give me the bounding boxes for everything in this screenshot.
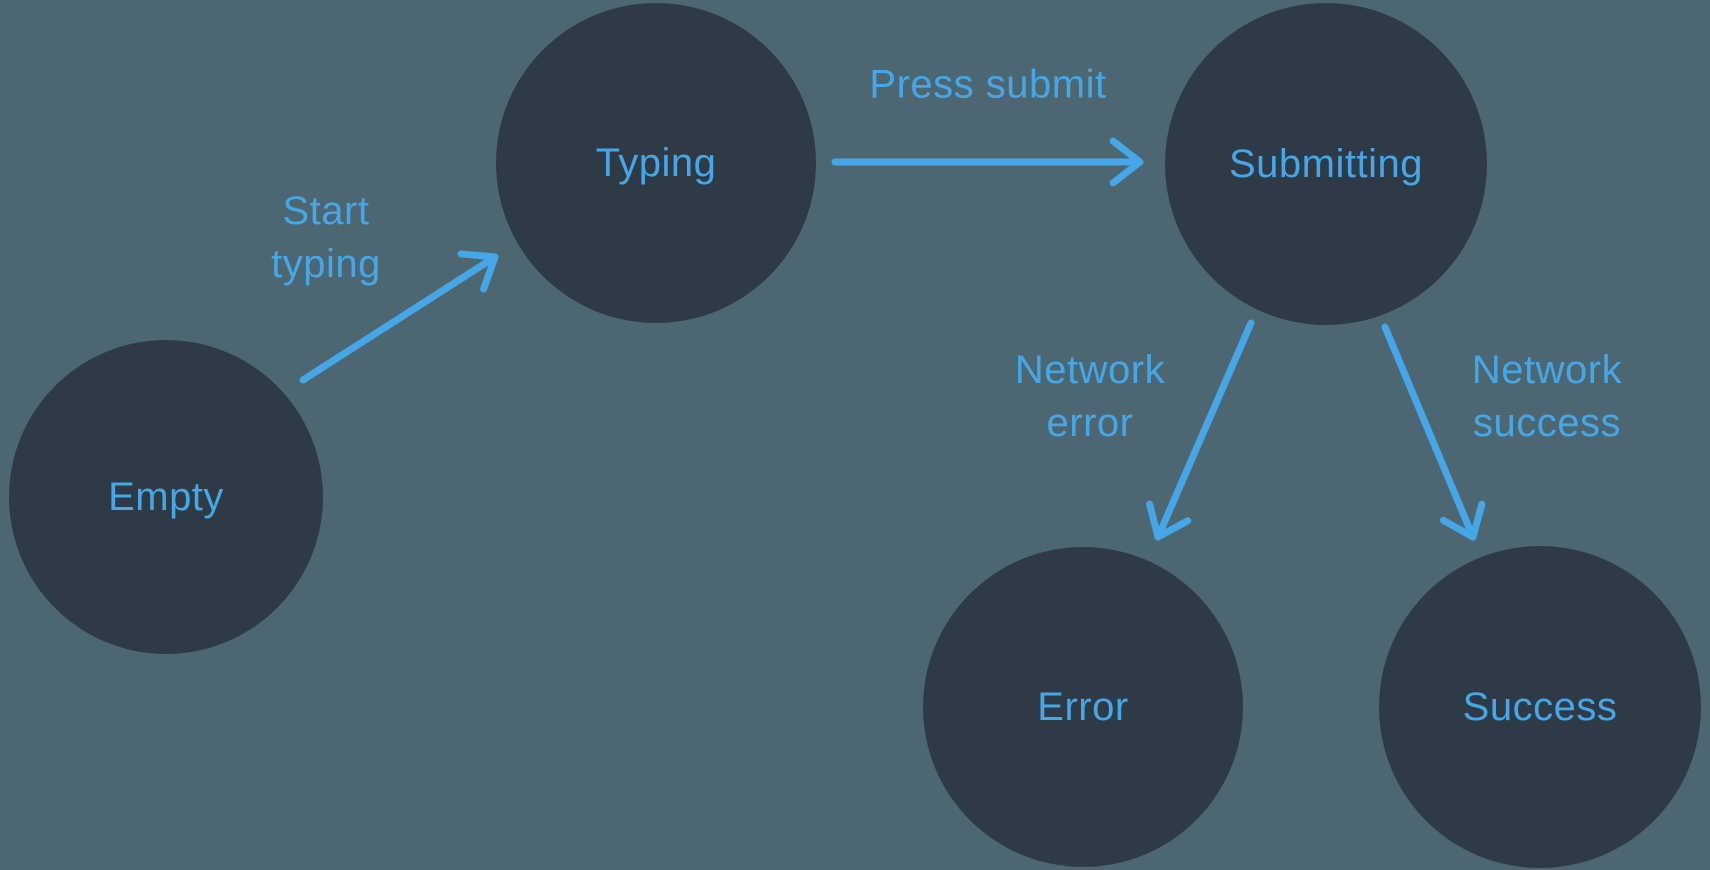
- transition-network-success-arrow: [1381, 323, 1486, 541]
- arrowhead-icon: [1146, 500, 1192, 541]
- arrowhead-icon: [457, 250, 499, 293]
- arrowhead-icon: [1109, 137, 1144, 187]
- state-label-typing: Typing: [595, 140, 717, 185]
- state-node-typing: Typing: [496, 3, 816, 323]
- transition-label-line: error: [1046, 401, 1134, 445]
- transition-label-press-submit: Press submit: [869, 59, 1106, 112]
- transition-label-line: Network: [1471, 348, 1623, 392]
- state-node-success: Success: [1379, 546, 1701, 868]
- transition-label-network-error: Network error: [1015, 344, 1165, 450]
- transition-label-start-typing: Start typing: [271, 185, 381, 291]
- transition-label-line: Press submit: [869, 62, 1107, 107]
- state-node-empty: Empty: [9, 340, 323, 654]
- state-label-success: Success: [1462, 684, 1618, 729]
- state-node-submitting: Submitting: [1165, 3, 1487, 325]
- state-label-empty: Empty: [108, 474, 224, 519]
- transition-label-line: Network: [1014, 348, 1166, 392]
- transition-label-line: typing: [271, 242, 381, 286]
- state-label-submitting: Submitting: [1229, 141, 1423, 186]
- transition-press-submit-arrow: [831, 137, 1144, 187]
- transition-label-line: success: [1472, 401, 1621, 445]
- state-label-error: Error: [1037, 684, 1129, 729]
- state-node-error: Error: [923, 547, 1243, 867]
- transition-label-line: Start: [282, 189, 370, 233]
- arrowhead-icon: [1439, 500, 1486, 541]
- transition-label-network-success: Network success: [1472, 344, 1622, 450]
